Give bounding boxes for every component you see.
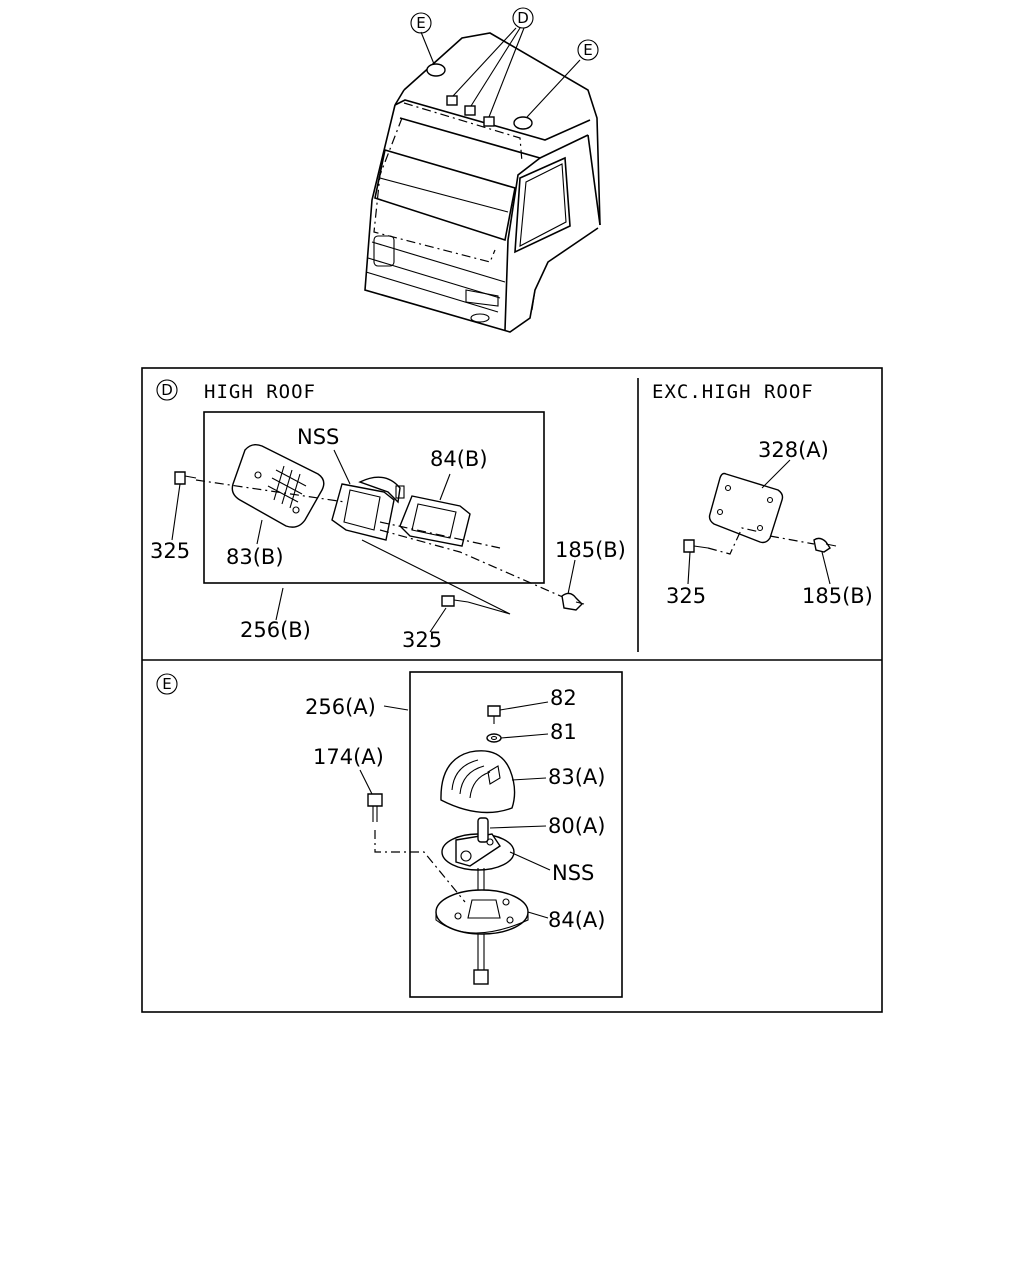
- label-83a: 83(A): [548, 765, 605, 789]
- label-174a: 174(A): [313, 745, 384, 769]
- truck-cab-illustration: [364, 7, 601, 333]
- section-d-letter: D: [161, 381, 173, 399]
- callout-d-letter: D: [517, 9, 529, 27]
- label-328a: 328(A): [758, 438, 829, 462]
- section-e-circle: [156, 673, 178, 695]
- section-e-letter: E: [162, 675, 171, 693]
- detail-frame: [141, 367, 883, 1013]
- label-80a: 80(A): [548, 814, 605, 838]
- callout-e-right: [577, 39, 599, 61]
- label-256a: 256(A): [305, 695, 376, 719]
- label-325-left: 325: [150, 539, 190, 563]
- section-exc-high-roof: [683, 459, 837, 585]
- section-exc-header: EXC.HIGH ROOF: [652, 381, 814, 403]
- label-81: 81: [550, 720, 577, 744]
- label-84a: 84(A): [548, 908, 605, 932]
- section-d-high-roof: [156, 379, 585, 633]
- callout-d: [512, 7, 534, 29]
- label-185b-d: 185(B): [555, 538, 626, 562]
- callout-e-right-letter: E: [583, 41, 592, 59]
- label-256b: 256(B): [240, 618, 311, 642]
- label-nss-e: NSS: [552, 861, 594, 885]
- label-185b-exc: 185(B): [802, 584, 873, 608]
- label-83b: 83(B): [226, 545, 284, 569]
- section-d-circle: [156, 379, 178, 401]
- callout-e-left: [410, 12, 432, 34]
- label-nss-d: NSS: [297, 425, 339, 449]
- callout-e-left-letter: E: [416, 14, 425, 32]
- label-84b: 84(B): [430, 447, 488, 471]
- section-d-header: HIGH ROOF: [204, 381, 316, 403]
- label-82: 82: [550, 686, 577, 710]
- section-e: [156, 671, 623, 998]
- label-325-exc: 325: [666, 584, 706, 608]
- label-325-bottom: 325: [402, 628, 442, 652]
